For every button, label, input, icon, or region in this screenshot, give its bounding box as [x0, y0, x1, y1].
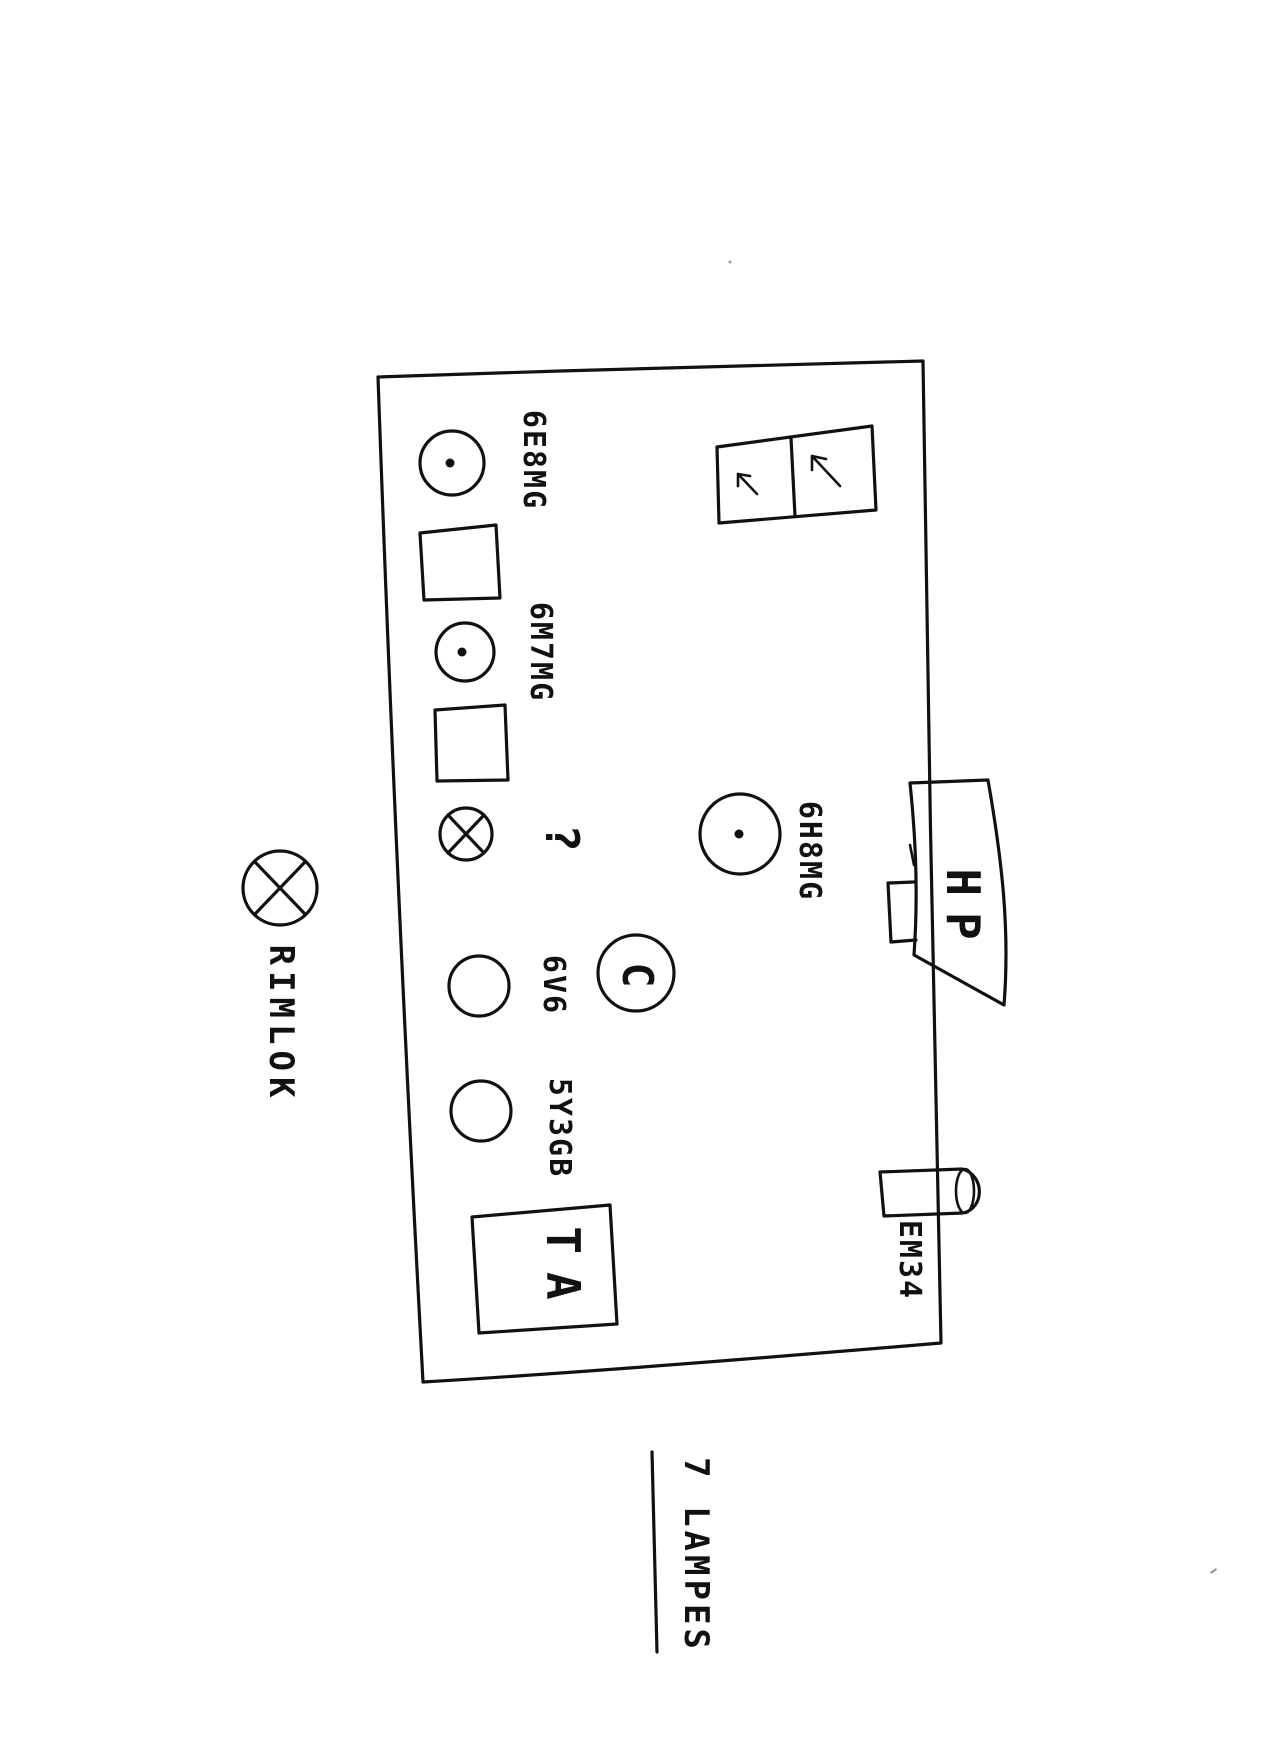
speaker-label: HP — [936, 868, 990, 955]
speaker-inner-line — [908, 843, 916, 867]
tube-socket-icon — [447, 954, 511, 1018]
transformer-box — [470, 1203, 619, 1335]
socket-center-dot — [445, 458, 455, 468]
cross-line-icon — [253, 860, 307, 916]
arrow-icon — [736, 472, 759, 496]
tube-label-6m7mg: 6M7MG — [523, 602, 558, 702]
crossed-socket-icon — [438, 806, 494, 862]
tube-socket-icon — [698, 792, 782, 876]
note-underline — [650, 1450, 659, 1654]
variable-divider — [789, 436, 797, 518]
socket-center-dot — [734, 829, 744, 839]
tube-label-em34: EM34 — [892, 1220, 927, 1300]
unknown-mark: ? — [535, 824, 589, 852]
tube-socket-icon — [418, 429, 486, 497]
magic-eye-end — [954, 1167, 976, 1215]
cross-line-icon — [446, 813, 486, 855]
tube-em34: EM34 — [878, 1167, 981, 1300]
speaker-magnet-icon — [886, 880, 918, 944]
transformer-ta: TA — [470, 1203, 619, 1335]
rimlock-crossed-icon — [241, 849, 319, 927]
transformer-label: TA — [536, 1226, 590, 1317]
rimlock-symbol: RIMLOK — [241, 849, 319, 1104]
lamp-count-note: 7 LAMPES — [650, 1450, 716, 1654]
tube-5y3gb: 5Y3GB — [449, 1078, 577, 1178]
tube-unknown: ? — [438, 806, 589, 862]
capacitor-icon — [596, 933, 676, 1013]
tube-label-6h8mg: 6H8MG — [792, 801, 827, 901]
magic-eye-icon — [878, 1167, 981, 1218]
tube-socket-icon — [434, 621, 496, 683]
variable-capacitor — [715, 424, 878, 525]
chassis-outline — [376, 359, 943, 1384]
variable-box — [715, 424, 878, 525]
lamp-count-label: 7 LAMPES — [676, 1457, 716, 1653]
paper-speck — [1210, 1568, 1217, 1574]
paper-speck — [728, 260, 732, 264]
rimlock-label: RIMLOK — [261, 945, 301, 1104]
speaker-cone-icon — [908, 778, 1008, 1007]
tube-6v6: 6V6 — [447, 954, 571, 1018]
coil-box-2 — [433, 703, 510, 783]
speaker-hp: HP — [886, 778, 1008, 1007]
tube-label-6v6: 6V6 — [536, 955, 571, 1015]
socket-center-dot — [457, 647, 467, 657]
tube-6h8mg: 6H8MG — [698, 792, 827, 901]
tube-label-6e8mg: 6E8MG — [516, 410, 551, 510]
arrow-icon — [810, 454, 842, 488]
tube-6m7mg: 6M7MG — [434, 602, 558, 702]
tube-label-5y3gb: 5Y3GB — [542, 1078, 577, 1178]
tube-6e8mg: 6E8MG — [418, 410, 551, 510]
capacitor-c: C — [596, 933, 676, 1013]
tube-socket-icon — [449, 1079, 513, 1143]
coil-box-1 — [418, 523, 502, 602]
capacitor-label: C — [613, 962, 662, 987]
